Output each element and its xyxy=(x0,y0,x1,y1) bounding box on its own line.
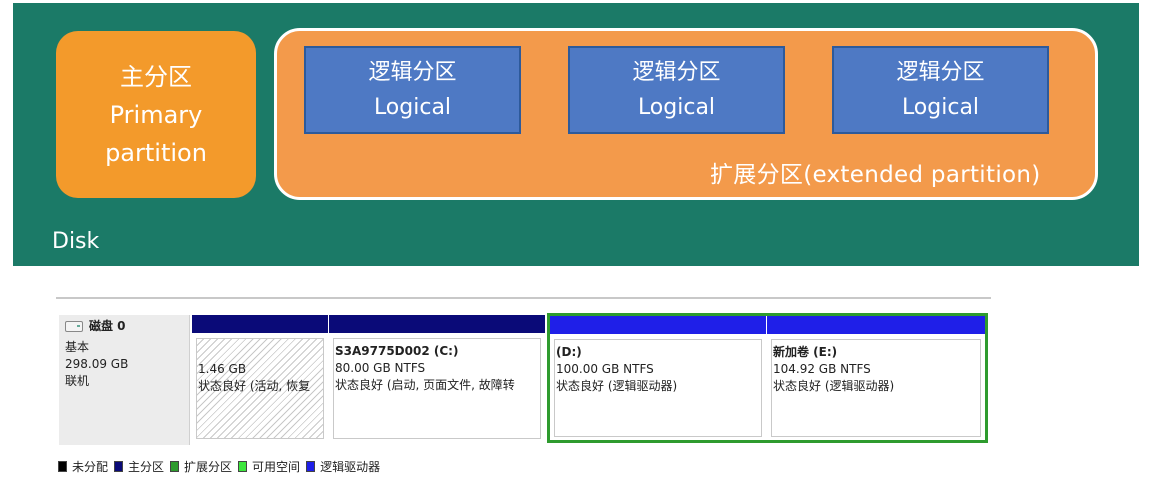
logical-label-en: Logical xyxy=(373,95,452,120)
primary-partition-box: 主分区 Primary partition xyxy=(56,31,256,198)
partition-body xyxy=(771,339,981,437)
partition-status: 状态良好 (逻辑驱动器) xyxy=(773,379,895,393)
partition-name: 新加卷 (E:) xyxy=(773,345,838,359)
partition-size: 80.00 GB NTFS xyxy=(335,361,426,375)
legend-label: 逻辑驱动器 xyxy=(320,460,381,474)
logical-label-en: Logical xyxy=(637,95,716,120)
partition-size: 1.46 GB xyxy=(198,362,247,376)
partition-bar xyxy=(550,316,766,334)
disk-icon xyxy=(65,321,83,332)
legend-swatch xyxy=(170,461,180,472)
legend-label: 扩展分区 xyxy=(184,460,233,474)
logical-label-cn: 逻辑分区 xyxy=(896,60,985,85)
partition-bar xyxy=(767,316,985,334)
partition-size: 100.00 GB NTFS xyxy=(556,362,654,376)
legend-item: 扩展分区 xyxy=(170,458,232,475)
legend-swatch xyxy=(58,461,67,472)
legend-item: 未分配 xyxy=(58,458,108,475)
legend-item: 主分区 xyxy=(114,458,164,475)
legend-item: 逻辑驱动器 xyxy=(306,458,380,475)
disk-label: Disk xyxy=(52,229,100,254)
legend-label: 可用空间 xyxy=(252,460,301,474)
disk-size: 298.09 GB xyxy=(65,357,129,371)
partition-body xyxy=(196,338,324,439)
partition-e[interactable]: 新加卷 (E:) 104.92 GB NTFS 状态良好 (逻辑驱动器) xyxy=(767,316,985,441)
legend-swatch xyxy=(238,461,248,472)
partition-body xyxy=(333,338,541,439)
partition-status: 状态良好 (活动, 恢复 xyxy=(198,379,311,393)
logical-partition-box: 逻辑分区 Logical xyxy=(832,46,1049,134)
disk-type: 基本 xyxy=(65,340,90,354)
legend: 未分配 主分区 扩展分区 可用空间 逻辑驱动器 xyxy=(58,458,386,475)
partition-d[interactable]: (D:) 100.00 GB NTFS 状态良好 (逻辑驱动器) xyxy=(550,316,766,441)
logical-partition-box: 逻辑分区 Logical xyxy=(568,46,785,134)
legend-item: 可用空间 xyxy=(238,458,300,475)
partition-c[interactable]: S3A9775D002 (C:) 80.00 GB NTFS 状态良好 (启动,… xyxy=(329,315,545,443)
partition-status: 状态良好 (逻辑驱动器) xyxy=(556,379,678,393)
partition-size: 104.92 GB NTFS xyxy=(773,362,871,376)
primary-label-cn: 主分区 xyxy=(120,62,192,91)
disk-status: 联机 xyxy=(65,374,90,388)
legend-label: 未分配 xyxy=(72,460,109,474)
extended-partition-label: 扩展分区(extended partition) xyxy=(710,162,1041,188)
disk-name: 磁盘 0 xyxy=(89,319,126,333)
extended-partition-frame xyxy=(547,313,988,443)
divider xyxy=(56,297,991,299)
logical-label-cn: 逻辑分区 xyxy=(632,60,721,85)
primary-label-en-2: partition xyxy=(105,138,207,167)
logical-label-cn: 逻辑分区 xyxy=(368,60,457,85)
logical-partition-box: 逻辑分区 Logical xyxy=(304,46,521,134)
disk-management-panel: 磁盘 0 基本 298.09 GB 联机 1.46 GB 状态良好 (活动, 恢… xyxy=(56,297,991,447)
legend-swatch xyxy=(114,461,124,472)
partition-name: (D:) xyxy=(556,345,582,359)
partition-body xyxy=(554,339,762,437)
partition-bar xyxy=(329,315,545,333)
primary-label-en-1: Primary xyxy=(109,100,203,129)
legend-label: 主分区 xyxy=(128,460,165,474)
logical-label-en: Logical xyxy=(901,95,980,120)
partition-bar xyxy=(192,315,328,333)
partition-name: S3A9775D002 (C:) xyxy=(335,344,459,358)
disk-info[interactable]: 磁盘 0 基本 298.09 GB 联机 xyxy=(59,315,190,445)
partition-recovery[interactable]: 1.46 GB 状态良好 (活动, 恢复 xyxy=(192,315,328,443)
legend-swatch xyxy=(306,461,316,472)
partition-status: 状态良好 (启动, 页面文件, 故障转 xyxy=(335,378,515,392)
